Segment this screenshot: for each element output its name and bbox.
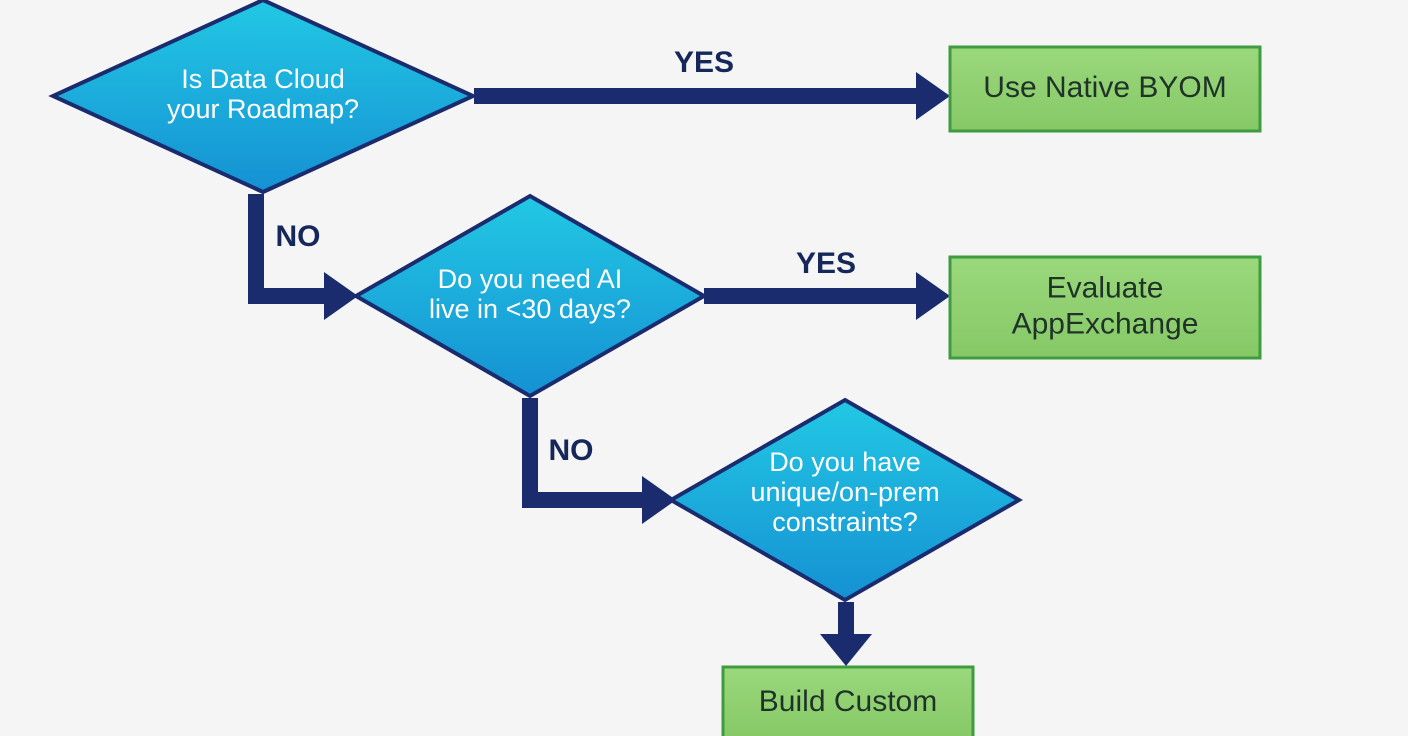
edge-label-no: NO <box>276 220 321 253</box>
arrowhead-icon <box>916 272 950 320</box>
edge-label-no: NO <box>549 434 594 467</box>
decision-label-line: your Roadmap? <box>167 94 359 124</box>
connector-q1-to-q2 <box>248 194 358 320</box>
outcome-node-o3: Build Custom <box>721 665 975 736</box>
edge-label-yes: YES <box>796 247 856 280</box>
arrowhead-icon <box>642 476 676 524</box>
decision-diamond <box>351 193 709 399</box>
arrowhead-icon <box>916 72 950 120</box>
outcome-box <box>948 45 1262 133</box>
decision-diamond <box>666 397 1024 603</box>
decision-label-line: Is Data Cloud <box>181 64 345 94</box>
connector-line <box>248 194 326 304</box>
arrowhead-icon <box>820 634 872 666</box>
decision-label-line: unique/on-prem <box>750 477 939 507</box>
connector-q3-to-o3 <box>820 602 872 666</box>
outcome-box <box>948 255 1262 360</box>
outcome-box <box>721 665 975 736</box>
outcome-node-o1: Use Native BYOM <box>948 45 1262 133</box>
decision-label-line: Do you have <box>769 447 921 477</box>
connector-q2-to-o2 <box>704 272 950 320</box>
outcome-label-line: AppExchange <box>1012 307 1199 340</box>
decision-label-line: live in <30 days? <box>429 294 631 324</box>
decision-label-line: constraints? <box>772 507 918 537</box>
decision-label-line: Do you need AI <box>438 264 623 294</box>
connector-q1-to-o1 <box>474 72 950 120</box>
connector-q2-to-q3 <box>522 398 676 524</box>
outcome-label-line: Use Native BYOM <box>983 71 1226 104</box>
edge-label-yes: YES <box>674 46 734 79</box>
edge-labels-layer: YES NO YES NO <box>276 46 857 467</box>
outcome-label-line: Evaluate <box>1047 271 1164 304</box>
connector-line <box>522 398 644 508</box>
connectors-layer <box>248 72 950 666</box>
decision-diamond <box>48 0 478 195</box>
outcome-label-line: Build Custom <box>759 685 937 718</box>
arrowhead-icon <box>324 272 358 320</box>
